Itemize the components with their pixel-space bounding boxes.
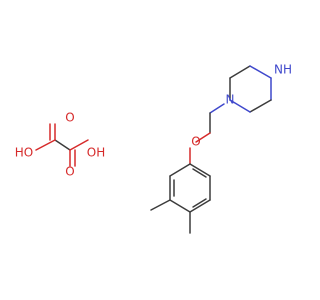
aromatic-bond-6: [189, 163, 211, 177]
oxalic-right-c-oh-bond: [69, 139, 89, 151]
piperazine-c-n-bond-2: [229, 99, 251, 113]
oxalic-left-c-oh-bond: [35, 139, 56, 151]
ether-o-label: O: [191, 135, 200, 149]
chemical-structure-drawing: O O HO OH NH N O: [15, 63, 292, 234]
aromatic-double-bond-top: [192, 168, 207, 178]
piperazine-c-c-bond-1: [229, 65, 251, 79]
piperazine-nh-label: NH: [274, 63, 292, 77]
piperazine-c-c-bond-2: [249, 99, 272, 113]
oxalic-o-top-label: O: [65, 111, 74, 125]
n-ch2-bond: [209, 103, 225, 114]
aromatic-bond-4: [189, 199, 211, 213]
oxalic-o-bottom-label: O: [65, 165, 74, 179]
aromatic-bond-1: [169, 163, 191, 177]
ethyl-ether-linker: O: [189, 103, 225, 165]
aromatic-double-bond-bottom: [192, 198, 207, 208]
piperazine-ring: NH N: [226, 63, 292, 113]
oxalic-acid: O O HO OH: [15, 111, 105, 179]
oxalic-ho-left-label: HO: [15, 146, 33, 160]
methyl-bond-left: [150, 199, 171, 211]
oxalic-oh-right-label: OH: [87, 146, 105, 160]
oxalic-c-c-bond: [54, 139, 71, 151]
piperazine-n-label: N: [226, 93, 235, 107]
ch2-o-bond: [195, 132, 211, 143]
dimethylphenyl-ring: [150, 163, 211, 234]
piperazine-c-nh-bond-1: [249, 65, 272, 79]
aromatic-bond-3: [169, 199, 191, 213]
